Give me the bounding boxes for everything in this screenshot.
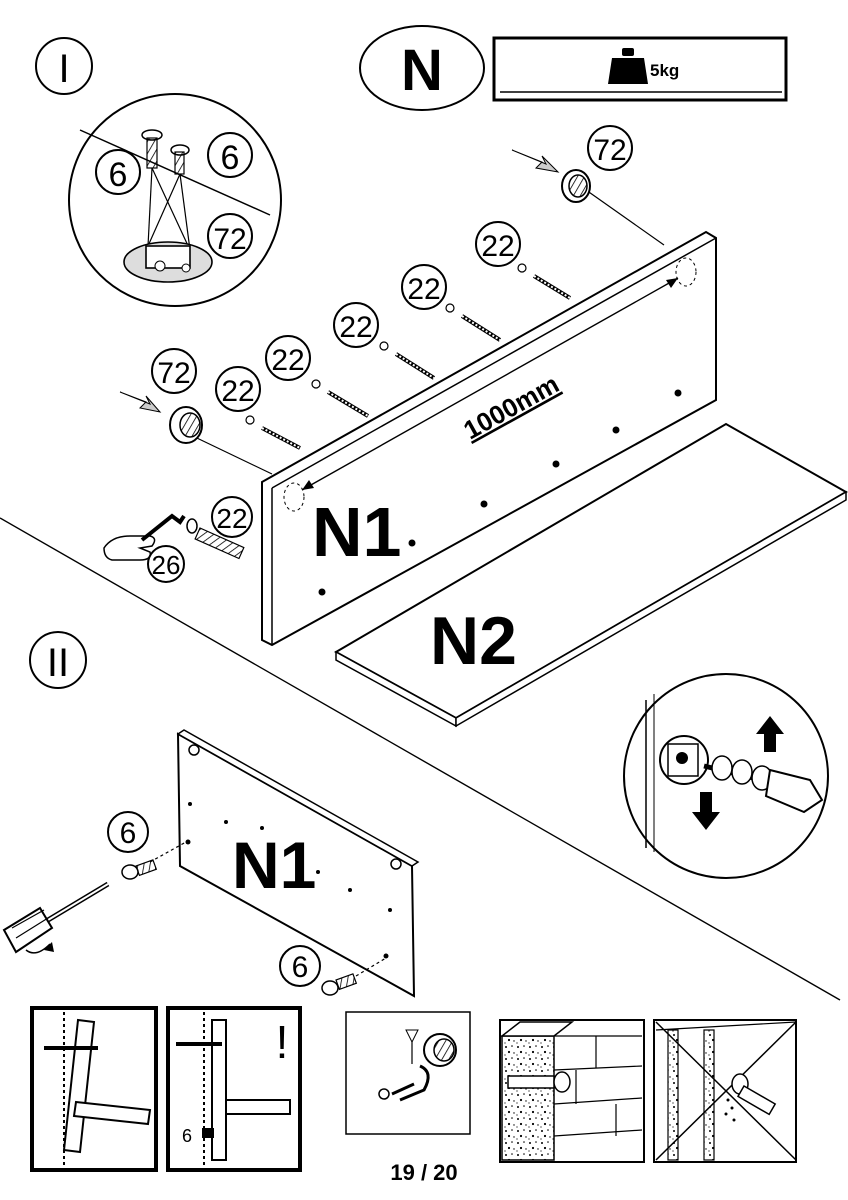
- bolt-icon: [517, 263, 572, 300]
- detail-screw-ref-right: 6: [221, 139, 240, 177]
- bracket-ref-right: 72: [593, 134, 626, 167]
- arrow-down-icon: [692, 792, 720, 830]
- detail-bracket-ref: 72: [213, 223, 246, 256]
- detail-screw-ref: 6: [182, 1126, 192, 1146]
- part-badge-letter: N: [401, 38, 443, 103]
- step-2-marker: II: [29, 631, 87, 689]
- bracket-ref-left: 72: [157, 357, 190, 390]
- hex-key-icon: [140, 513, 186, 542]
- bolt-ref-2: 22: [271, 344, 304, 377]
- bolt-icon: [311, 379, 370, 418]
- page-number: 19 / 20: [390, 1160, 457, 1185]
- step-2-numeral: II: [47, 641, 69, 685]
- hex-key-ref: 26: [152, 550, 181, 580]
- board-n2-shelf: N2: [333, 422, 848, 728]
- part-badge: N: [359, 25, 485, 111]
- board-label-n2: N2: [430, 603, 517, 679]
- bolt-ref-3: 22: [339, 311, 372, 344]
- board-label-n1-step2: N1: [232, 828, 316, 902]
- screw-icon: [141, 129, 190, 175]
- board-n1-step2: N1: [176, 729, 420, 998]
- detail-box-brick-wall: [499, 1019, 645, 1163]
- fittings-row: 72 72 22 22: [103, 125, 665, 583]
- warning-glyph: !: [276, 1016, 289, 1068]
- bolt-ref-1: 22: [221, 375, 254, 408]
- detail-box-incorrect: [30, 1006, 158, 1172]
- weight-label: 5kg: [650, 61, 679, 80]
- screwdriver-icon: [2, 881, 110, 954]
- screw-icon: [121, 859, 158, 880]
- bolt-group: 22 22 22 22: [186, 221, 572, 560]
- weight-icon: [608, 48, 648, 84]
- bolt-icon: [379, 341, 436, 380]
- detail-circle-fixing: 6 6 72: [68, 93, 282, 307]
- bolt-ref-5: 22: [481, 230, 514, 263]
- bracket-icon: [423, 1033, 457, 1067]
- hand-icon: [103, 535, 156, 561]
- weight-box: 5kg: [492, 36, 788, 102]
- detail-screw-ref-left: 6: [109, 156, 128, 194]
- bolt-icon: [445, 303, 502, 342]
- bracket-icon: [659, 735, 709, 785]
- bracket-icon: [561, 169, 591, 203]
- detail-box-correct: 6 !: [166, 1006, 302, 1172]
- step-1-numeral: I: [58, 47, 69, 91]
- bolt-ref-4: 22: [407, 273, 440, 306]
- bracket-icon: [123, 241, 213, 283]
- screw-ref-lower: 6: [292, 951, 309, 984]
- board-label-n1-step1: N1: [312, 493, 401, 571]
- step-divider-line: [0, 517, 841, 1001]
- bolt-icon: [186, 518, 245, 560]
- step2-screws: 6 6: [2, 811, 387, 996]
- detail-box-wall-hook: [345, 1011, 471, 1135]
- screwdriver-icon: [703, 755, 824, 814]
- bolt-ref-6: 22: [216, 503, 247, 534]
- arrow-up-icon: [756, 716, 784, 752]
- bolt-icon: [245, 415, 301, 450]
- screw-ref-upper: 6: [120, 817, 137, 850]
- detail-box-plasterboard-wall: [653, 1019, 797, 1163]
- step-1-marker: I: [35, 37, 93, 95]
- board-n1-step1: 1000mm N1: [261, 230, 717, 647]
- bracket-icon: [169, 406, 203, 444]
- screw-icon: [321, 973, 358, 996]
- detail-circle-adjust: [623, 673, 829, 879]
